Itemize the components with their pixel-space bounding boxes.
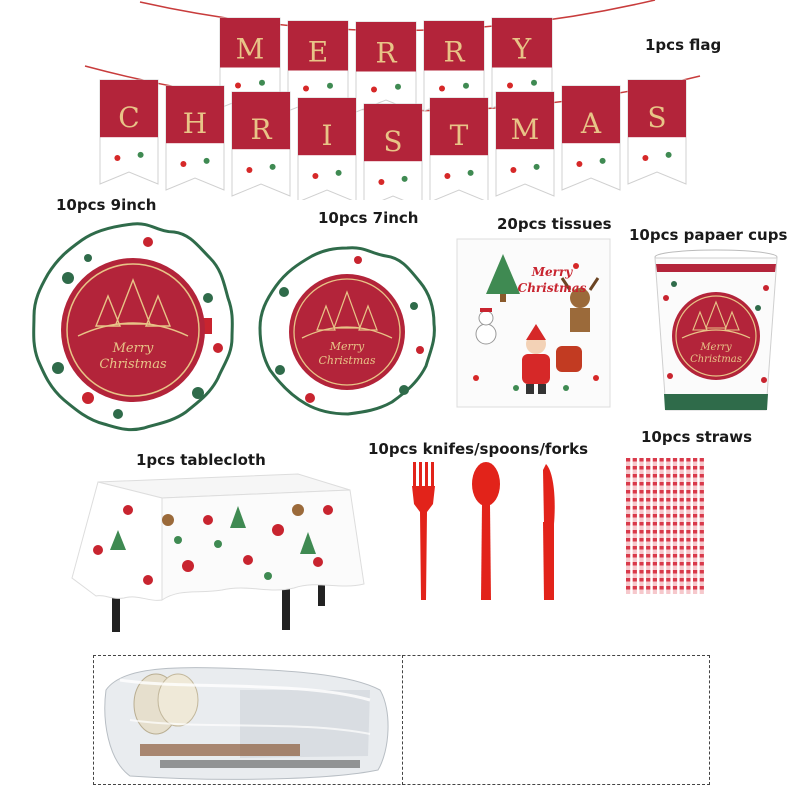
tablecloth-label: 1pcs tablecloth bbox=[136, 451, 266, 469]
banner-flag: S bbox=[627, 79, 687, 185]
package-frame-divider bbox=[402, 655, 403, 785]
cutlery-label: 10pcs knifes/spoons/forks bbox=[368, 440, 589, 458]
banner-letter: A bbox=[580, 107, 602, 140]
tissue-napkin: Merry Christmas bbox=[456, 238, 611, 408]
banner-letter: I bbox=[321, 119, 332, 152]
straw bbox=[693, 458, 698, 594]
tissue-text-line2: Christmas bbox=[518, 281, 587, 295]
straw bbox=[639, 458, 644, 594]
banner-flag: M bbox=[495, 91, 555, 197]
banner-letter: E bbox=[308, 36, 328, 69]
banner-flag: R bbox=[423, 20, 485, 112]
banner-flag: S bbox=[363, 103, 423, 200]
plate-7inch: Merry Christmas bbox=[258, 246, 436, 416]
plate-9inch-label: 10pcs 9inch bbox=[56, 196, 157, 214]
straw bbox=[632, 458, 637, 594]
straw bbox=[679, 458, 684, 594]
banner-flag: R bbox=[355, 21, 417, 113]
straw bbox=[646, 458, 651, 594]
cup-text-line1: Merry bbox=[699, 342, 732, 353]
cup-text-line2: Christmas bbox=[690, 354, 742, 365]
paper-straws bbox=[626, 458, 704, 594]
banner-flag: C bbox=[99, 79, 159, 185]
banner-letter: C bbox=[118, 101, 139, 134]
banner-flag: Y bbox=[491, 17, 553, 109]
banner-flag: A bbox=[561, 85, 621, 191]
plate-7inch-label: 10pcs 7inch bbox=[318, 209, 419, 227]
banner-letter: M bbox=[236, 33, 265, 66]
paper-cup: Merry Christmas bbox=[654, 249, 778, 411]
banner-letter: R bbox=[375, 37, 397, 70]
banner-letter: S bbox=[647, 101, 666, 134]
straws-label: 10pcs straws bbox=[641, 428, 753, 446]
straw bbox=[626, 458, 631, 594]
plate7-text-line2: Christmas bbox=[319, 354, 376, 367]
straw bbox=[659, 458, 664, 594]
banner-flag: R bbox=[231, 91, 291, 197]
christmas-flag-banner: M E R R Y C H R I S T M A S bbox=[84, 0, 701, 200]
banner-letter: R bbox=[443, 36, 465, 69]
straw bbox=[672, 458, 678, 594]
banner-letter: H bbox=[183, 107, 207, 140]
banner-letter: Y bbox=[512, 33, 532, 66]
red-cutlery-set bbox=[412, 462, 555, 600]
tablecloth bbox=[71, 473, 365, 632]
cups-label: 10pcs papaer cups bbox=[629, 226, 788, 244]
straw bbox=[666, 458, 671, 594]
banner-flag: E bbox=[287, 20, 349, 112]
plate9-text-line2: Christmas bbox=[99, 357, 167, 372]
flag-label: 1pcs flag bbox=[645, 36, 722, 54]
plate7-text-line1: Merry bbox=[329, 340, 365, 353]
packaged-set-bag bbox=[104, 667, 389, 780]
banner-letter: S bbox=[383, 125, 402, 158]
banner-letter: T bbox=[450, 119, 469, 152]
plate9-text-line1: Merry bbox=[112, 341, 154, 356]
tissues-label: 20pcs tissues bbox=[497, 215, 612, 233]
banner-letter: M bbox=[511, 113, 540, 146]
tissue-text-line1: Merry bbox=[531, 265, 574, 279]
package-frame bbox=[93, 655, 710, 785]
straw bbox=[652, 458, 657, 594]
banner-flag: H bbox=[165, 85, 225, 191]
banner-flag: T bbox=[429, 97, 489, 200]
banner-flag: M bbox=[219, 17, 281, 109]
plate-9inch: Merry Christmas bbox=[32, 222, 234, 432]
straw bbox=[699, 458, 704, 594]
banner-letter: R bbox=[250, 113, 272, 146]
straw bbox=[686, 458, 691, 594]
banner-flag: I bbox=[297, 97, 357, 200]
